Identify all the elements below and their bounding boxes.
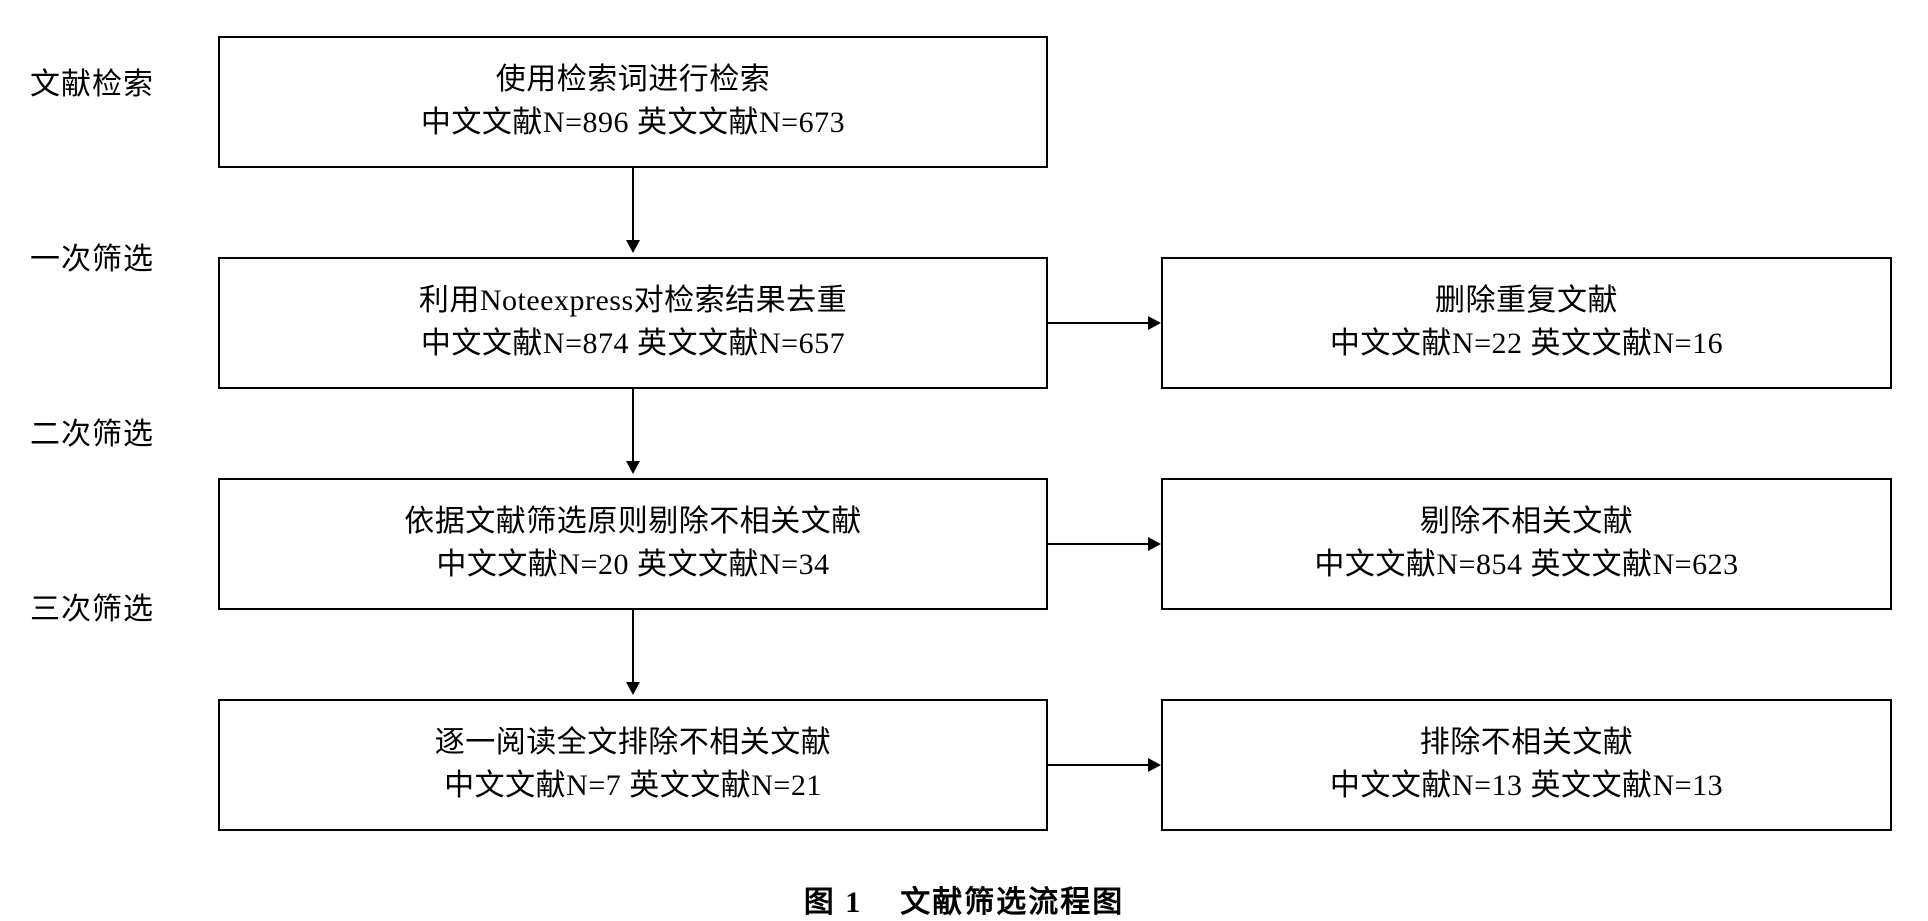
- process-box-literature-search: 使用检索词进行检索 中文文献N=896 英文文献N=673: [218, 36, 1048, 168]
- process-box-fulltext-screening: 逐一阅读全文排除不相关文献 中文文献N=7 英文文献N=21: [218, 699, 1048, 831]
- figure-caption: 图 1 文献筛选流程图: [803, 886, 1125, 919]
- exclusion-box-title: 剔除不相关文献: [1419, 505, 1634, 539]
- stage-label-second-screening: 二次筛选: [30, 418, 154, 451]
- process-box-counts: 中文文献N=896 英文文献N=673: [420, 106, 846, 139]
- process-box-counts: 中文文献N=20 英文文献N=34: [436, 548, 830, 581]
- connector-line-row2-row3: [632, 389, 634, 461]
- connector-line-row3-exclusion: [1048, 543, 1148, 545]
- exclusion-box-title: 删除重复文献: [1435, 284, 1618, 318]
- exclusion-box-counts: 中文文献N=22 英文文献N=16: [1329, 327, 1724, 360]
- exclusion-box-counts: 中文文献N=854 英文文献N=623: [1314, 548, 1739, 581]
- process-box-title: 依据文献筛选原则剔除不相关文献: [404, 505, 862, 539]
- process-box-counts: 中文文献N=874 英文文献N=657: [420, 327, 846, 360]
- arrow-right-row2-exclusion: [1148, 316, 1161, 330]
- process-box-title: 使用检索词进行检索: [495, 63, 771, 97]
- arrow-right-row3-exclusion: [1148, 537, 1161, 551]
- stage-label-third-screening: 三次筛选: [30, 593, 154, 626]
- process-box-criteria-screening: 依据文献筛选原则剔除不相关文献 中文文献N=20 英文文献N=34: [218, 478, 1048, 610]
- connector-line-row2-exclusion: [1048, 322, 1148, 324]
- arrow-down-row3-row4: [626, 682, 640, 695]
- exclusion-box-title: 排除不相关文献: [1419, 726, 1634, 760]
- exclusion-box-counts: 中文文献N=13 英文文献N=13: [1329, 769, 1724, 802]
- exclusion-box-fulltext-excluded: 排除不相关文献 中文文献N=13 英文文献N=13: [1161, 699, 1892, 831]
- exclusion-box-irrelevant-removed: 剔除不相关文献 中文文献N=854 英文文献N=623: [1161, 478, 1892, 610]
- stage-label-first-screening: 一次筛选: [30, 243, 154, 276]
- exclusion-box-duplicates-removed: 删除重复文献 中文文献N=22 英文文献N=16: [1161, 257, 1892, 389]
- connector-line-row4-exclusion: [1048, 764, 1148, 766]
- arrow-right-row4-exclusion: [1148, 758, 1161, 772]
- arrow-down-row2-row3: [626, 461, 640, 474]
- connector-line-row1-row2: [632, 168, 634, 240]
- stage-label-literature-search: 文献检索: [30, 68, 154, 101]
- arrow-down-row1-row2: [626, 240, 640, 253]
- process-box-deduplication: 利用Noteexpress对检索结果去重 中文文献N=874 英文文献N=657: [218, 257, 1048, 389]
- process-box-title: 逐一阅读全文排除不相关文献: [434, 726, 832, 760]
- process-box-counts: 中文文献N=7 英文文献N=21: [444, 769, 822, 802]
- process-box-title: 利用Noteexpress对检索结果去重: [418, 284, 848, 318]
- connector-line-row3-row4: [632, 610, 634, 682]
